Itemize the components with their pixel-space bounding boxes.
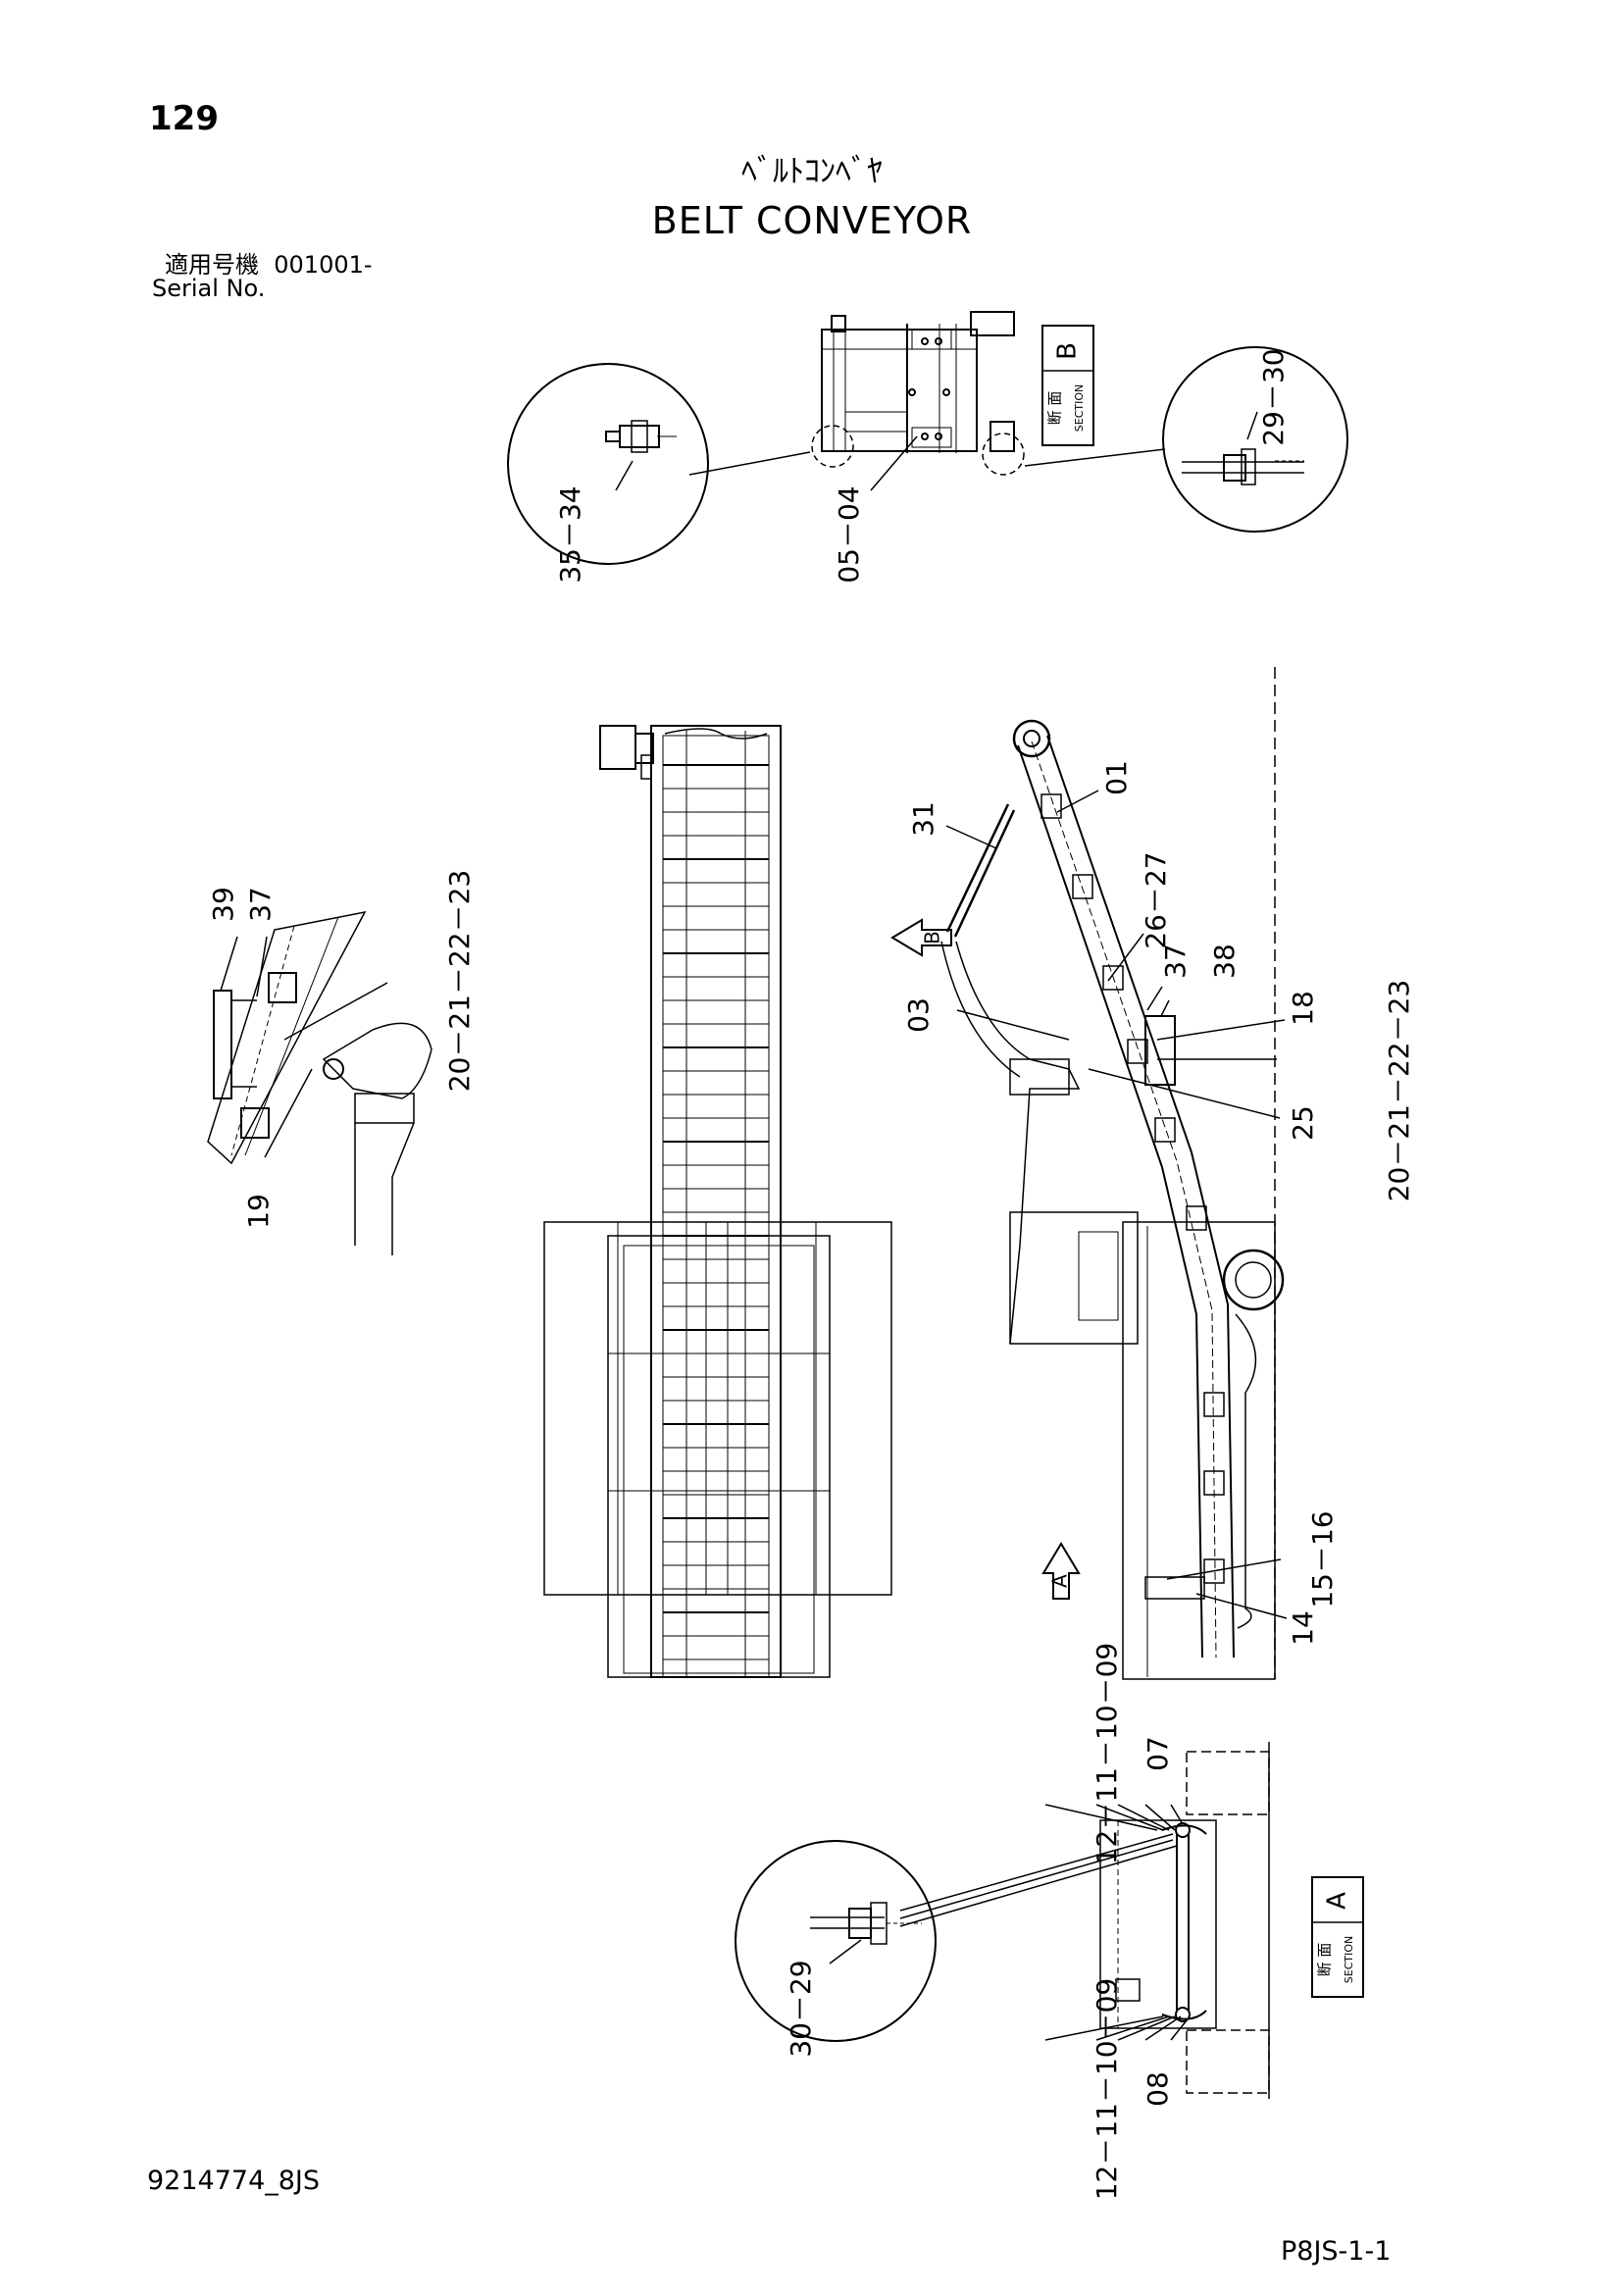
serial-label-english: Serial No. <box>152 275 266 302</box>
section-b-word: SECTION <box>1073 384 1086 432</box>
conveyor-side-view <box>940 667 1288 1680</box>
section-b-kanji: 断 面 <box>1046 391 1064 426</box>
callout-30-29: 30－29 <box>785 1960 817 2057</box>
conveyor-plan-view <box>543 725 892 1678</box>
callout-12-09-top: 12－11－10－09 <box>1091 1643 1123 1865</box>
section-a-view <box>735 1742 1270 2099</box>
section-b-letter: B <box>1053 342 1083 360</box>
callout-08: 08 <box>1142 2071 1174 2107</box>
callout-07: 07 <box>1142 1736 1174 1771</box>
view-arrow-b: B <box>890 918 952 957</box>
view-arrow-b-letter: B <box>921 931 944 944</box>
page-code: P8JS-1-1 <box>1281 2236 1392 2267</box>
part-callouts: 35－34 05－04 29－30 39 37 20－21－22－23 19 3… <box>207 348 1415 2200</box>
callout-35-34: 35－34 <box>554 485 586 583</box>
section-b-view <box>507 311 1348 565</box>
title-japanese: ﾍﾞﾙﾄｺﾝﾍﾞﾔ <box>740 152 883 189</box>
callout-26-27: 26－27 <box>1140 851 1172 948</box>
title-english: BELT CONVEYOR <box>651 199 973 242</box>
conveyor-plan-rungs <box>663 764 769 1660</box>
callout-12-09-bottom: 12－11－10－09 <box>1091 1978 1123 2201</box>
callout-05-04: 05－04 <box>833 485 865 583</box>
callout-15-16: 15－16 <box>1306 1510 1339 1607</box>
callout-14: 14 <box>1287 1610 1319 1646</box>
view-arrow-a: A <box>1041 1542 1081 1600</box>
section-b-label-box: B 断 面 SECTION <box>1041 325 1094 446</box>
serial-value: 001001- <box>274 251 373 279</box>
serial-line-japanese: 適用号機 001001- <box>165 253 373 277</box>
section-a-word: SECTION <box>1343 1936 1355 1983</box>
section-a-label-box: A 断 面 SECTION <box>1311 1876 1364 1998</box>
callout-38: 38 <box>1208 944 1241 979</box>
callout-03: 03 <box>902 997 935 1033</box>
callout-01: 01 <box>1100 760 1133 795</box>
callout-39: 39 <box>207 887 239 922</box>
section-a-letter: A <box>1323 1892 1352 1910</box>
serial-label-jp: 適用号機 <box>165 251 259 279</box>
drawing-number: 9214774_8JS <box>147 2166 321 2196</box>
callout-31: 31 <box>907 801 939 837</box>
callout-20-23-right: 20－21－22－23 <box>1383 980 1415 1202</box>
page-number: 129 <box>149 99 219 138</box>
callout-37-right: 37 <box>1159 944 1192 979</box>
callout-29-30-top: 29－30 <box>1257 348 1290 445</box>
callout-19: 19 <box>242 1194 275 1229</box>
section-a-kanji: 断 面 <box>1316 1943 1334 1977</box>
callout-18: 18 <box>1287 991 1319 1026</box>
left-detail-view <box>207 910 432 1255</box>
callout-20-23-left: 20－21－22－23 <box>443 870 476 1093</box>
callout-37-left: 37 <box>244 887 277 922</box>
view-arrow-a-letter: A <box>1048 1574 1072 1588</box>
callout-25: 25 <box>1287 1105 1319 1141</box>
